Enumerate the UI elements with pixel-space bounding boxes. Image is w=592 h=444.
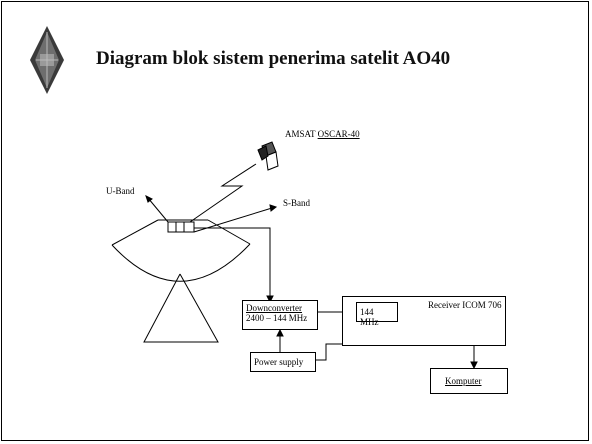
s-band-label: S-Band [283,198,310,208]
satellite-label: AMSAT OSCAR-40 [285,129,360,139]
logo-emblem [30,26,64,94]
u-band-label: U-Band [106,186,135,196]
komputer-box: Komputer [430,368,508,394]
satellite-icon [257,141,279,171]
downconverter-box: Downconverter 2400 – 144 MHz [242,300,318,330]
downlink-signal [189,163,257,223]
slide-title: Diagram blok sistem penerima satelit AO4… [96,48,451,69]
komputer-label: Komputer [445,376,482,386]
downconverter-range: 2400 – 144 MHz [246,313,308,323]
dish-reflector [111,243,251,282]
freq-box: 144 MHz [356,302,398,327]
receiver-label: Receiver ICOM 706 [428,300,502,310]
dish-stand [143,273,219,343]
downconverter-label: Downconverter [246,303,302,313]
power-supply-box: Power supply [250,352,316,372]
